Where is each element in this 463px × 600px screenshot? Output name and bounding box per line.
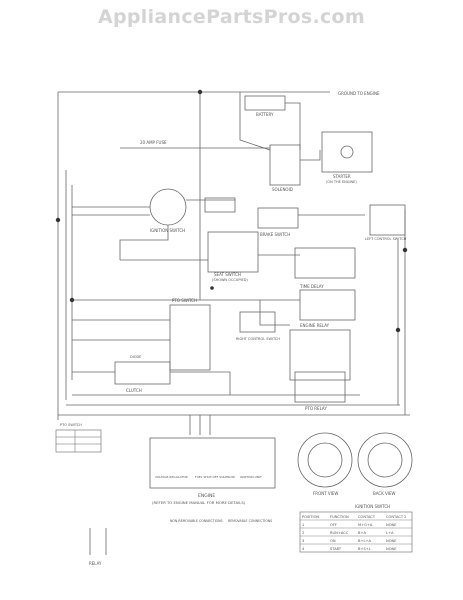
label-ignition-unit: IGNITION UNIT <box>240 475 262 479</box>
label-diode: DIODE <box>130 355 141 359</box>
ignition-table-cell: M+G+A <box>358 523 373 527</box>
label-engine-relay: ENGINE RELAY <box>300 323 330 328</box>
ignition-table-header: CONTACT 2 <box>386 515 406 519</box>
label-ground-to-engine: GROUND TO ENGINE <box>338 91 380 96</box>
ignition-table-cell: 3 <box>302 539 304 543</box>
ignition-table-cell: 4 <box>302 547 305 551</box>
label-fuse: 20 AMP FUSE <box>140 140 167 145</box>
label-shown-occupied: (SHOWN OCCUPIED) <box>212 278 248 282</box>
ignition-table-cell: ON <box>330 539 336 543</box>
pto-table-title: PTO SWITCH <box>60 423 82 427</box>
label-front-view: FRONT VIEW <box>313 491 338 496</box>
ignition-table-cell: L+A <box>386 531 394 535</box>
label-brake-switch: BRAKE SWITCH <box>260 232 290 237</box>
ignition-table-title: IGNITION SWITCH <box>355 504 390 509</box>
label-seat-switch: SEAT SWITCH <box>214 272 241 277</box>
watermark: AppliancePartsPros.com <box>97 6 365 28</box>
label-pto-switch: PTO SWITCH <box>172 298 197 303</box>
ignition-table-header: POSITION <box>302 515 319 519</box>
ignition-table-cell: B+S+L <box>358 547 371 551</box>
label-right-control-switch: RIGHT CONTROL SWITCH <box>236 337 280 341</box>
label-clutch: CLUTCH <box>126 388 142 393</box>
ignition-table: POSITION FUNCTION CONTACT CONTACT 2 1 OFF M+G+… <box>299 511 413 553</box>
label-left-control-switch: LEFT CONTROL SWITCH <box>365 237 407 241</box>
label-ignition-switch: IGNITION SWITCH <box>150 228 185 233</box>
label-battery: BATTERY <box>256 112 274 117</box>
ignition-table-cell: B+A <box>358 531 366 535</box>
ignition-table-cell: NONE <box>386 539 397 543</box>
label-non-removable: NON-REMOVABLE CONNECTIONS <box>170 519 223 523</box>
ignition-table-header: CONTACT <box>358 515 376 519</box>
label-starter: STARTER <box>333 174 351 179</box>
label-time-delay: TIME DELAY <box>299 284 324 289</box>
label-relay: RELAY <box>89 561 102 566</box>
label-removable: REMOVABLE CONNECTIONS <box>228 519 272 523</box>
ignition-table-cell: RUN+ACC <box>330 531 349 535</box>
label-solenoid: SOLENOID <box>272 187 293 192</box>
label-voltage-regulator: VOLTAGE REGULATOR <box>155 475 188 479</box>
label-on-the-engine: (ON THE ENGINE) <box>326 180 357 184</box>
ignition-table-cell: NONE <box>386 523 397 527</box>
ignition-table-cell: 2 <box>302 531 304 535</box>
ignition-table-border <box>299 511 413 553</box>
ignition-table-cell: 1 <box>302 523 304 527</box>
label-refer-manual: (REFER TO ENGINE MANUAL FOR MORE DETAILS… <box>152 500 246 505</box>
label-pto-relay: PTO RELAY <box>305 406 327 411</box>
label-fuel-shutoff: FUEL SHUT-OFF SOLENOID <box>195 475 236 479</box>
label-back-view: BACK VIEW <box>373 491 396 496</box>
ignition-table-cell: NONE <box>386 547 397 551</box>
ignition-table-header: FUNCTION <box>330 515 349 519</box>
pto-table <box>55 429 102 453</box>
ignition-table-cell: B+L+A <box>358 539 371 543</box>
label-engine: ENGINE <box>198 493 215 499</box>
ignition-table-cell: OFF <box>330 523 337 527</box>
ignition-table-cell: START <box>330 547 342 551</box>
